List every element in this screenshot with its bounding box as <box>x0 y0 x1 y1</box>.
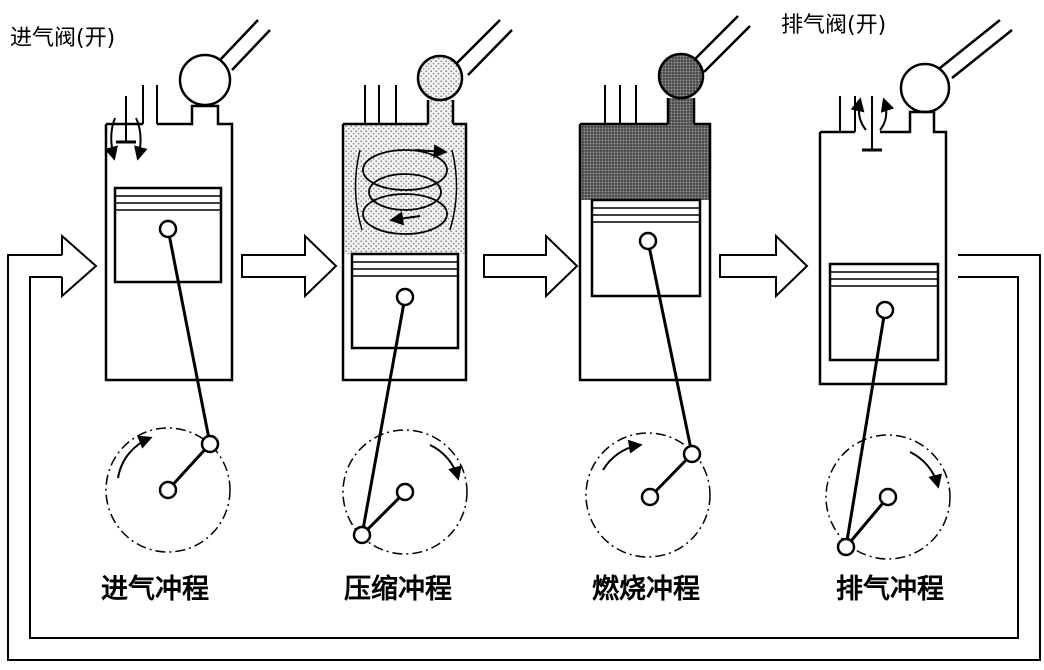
combustion-stroke-panel <box>578 15 751 558</box>
intake-valve-label: 进气阀(开) <box>10 26 115 51</box>
exhaust-port-icon <box>657 52 705 100</box>
compression-stroke-panel <box>341 19 513 555</box>
connecting-rod <box>166 228 212 445</box>
cycle-entry-arrow <box>61 233 98 299</box>
exhaust-valve-label: 排气阀(开) <box>781 13 886 38</box>
exhaust-port-icon <box>178 53 232 107</box>
crank-arm <box>166 442 212 492</box>
transition-arrow-3 <box>719 233 809 299</box>
connecting-rod <box>844 309 887 548</box>
stroke-label-combustion: 燃烧冲程 <box>592 574 700 605</box>
crank-circle <box>342 429 468 555</box>
connecting-rod <box>646 240 694 455</box>
cycle-return-loop <box>7 254 1041 661</box>
exhaust-stroke-panel <box>818 19 1013 560</box>
crank-circle <box>585 432 711 558</box>
intake-stroke-panel <box>104 19 271 553</box>
combustion-gas <box>580 98 710 200</box>
exhaust-port-icon <box>416 54 464 102</box>
exhaust-port-icon <box>899 62 951 114</box>
transition-arrow-1 <box>241 233 338 299</box>
crank-circle <box>825 434 951 560</box>
stroke-label-intake: 进气冲程 <box>101 574 209 605</box>
stroke-label-exhaust: 排气冲程 <box>836 574 944 605</box>
compressed-mixture <box>343 100 466 254</box>
crank-circle <box>105 427 231 553</box>
stroke-label-compression: 压缩冲程 <box>344 573 452 605</box>
connecting-rod <box>360 296 407 536</box>
crank-arm <box>648 452 694 499</box>
transition-arrow-2 <box>483 233 579 299</box>
crank-arm <box>844 496 890 548</box>
crank-arm <box>360 490 407 537</box>
